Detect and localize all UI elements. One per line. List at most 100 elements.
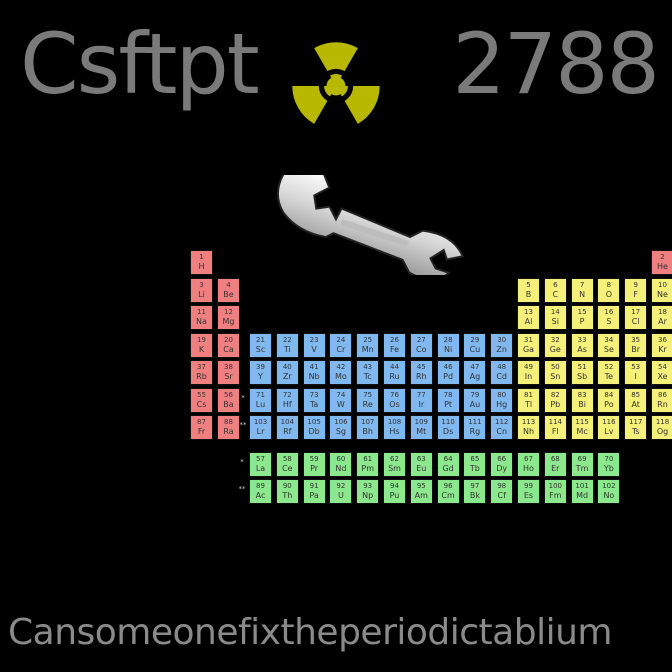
element-cell-mo[interactable]: 42Mo (329, 360, 353, 385)
element-cell-ds[interactable]: 110Ds (436, 415, 460, 440)
element-cell-zr[interactable]: 40Zr (275, 360, 299, 385)
element-cell-s[interactable]: 16S (597, 305, 621, 330)
element-cell-o[interactable]: 8O (597, 277, 621, 303)
element-cell-bh[interactable]: 107Bh (356, 415, 380, 440)
element-cell-re[interactable]: 75Re (356, 387, 380, 413)
element-cell-th[interactable]: 90Th (275, 479, 299, 504)
element-cell-yb[interactable]: 70Yb (597, 452, 621, 477)
element-cell-cu[interactable]: 29Cu (463, 332, 487, 358)
element-cell-mt[interactable]: 109Mt (409, 415, 433, 440)
element-cell-ra[interactable]: 88Ra (217, 415, 240, 440)
element-cell-zn[interactable]: 30Zn (490, 332, 514, 358)
element-cell-k[interactable]: 19K (190, 332, 213, 358)
element-cell-te[interactable]: 52Te (597, 360, 621, 385)
element-cell-pt[interactable]: 78Pt (436, 387, 460, 413)
element-cell-fl[interactable]: 114Fl (543, 415, 567, 440)
element-cell-pd[interactable]: 46Pd (436, 360, 460, 385)
element-cell-pu[interactable]: 94Pu (383, 479, 406, 504)
element-cell-cm[interactable]: 96Cm (436, 479, 460, 504)
element-cell-nh[interactable]: 113Nh (517, 415, 540, 440)
element-cell-ta[interactable]: 73Ta (302, 387, 326, 413)
element-cell-ge[interactable]: 32Ge (543, 332, 567, 358)
element-cell-ir[interactable]: 77Ir (409, 387, 433, 413)
element-cell-ga[interactable]: 31Ga (517, 332, 540, 358)
element-cell-nb[interactable]: 41Nb (302, 360, 326, 385)
element-cell-fm[interactable]: 100Fm (543, 479, 567, 504)
element-cell-ni[interactable]: 28Ni (436, 332, 460, 358)
element-cell-hs[interactable]: 108Hs (383, 415, 406, 440)
element-cell-u[interactable]: 92U (329, 479, 353, 504)
element-cell-v[interactable]: 23V (302, 332, 326, 358)
element-cell-er[interactable]: 68Er (543, 452, 567, 477)
element-cell-f[interactable]: 9F (624, 277, 648, 303)
element-cell-sm[interactable]: 62Sm (383, 452, 406, 477)
element-cell-fr[interactable]: 87Fr (190, 415, 213, 440)
element-cell-li[interactable]: 3Li (190, 277, 213, 303)
element-cell-as[interactable]: 33As (570, 332, 594, 358)
element-cell-tm[interactable]: 69Tm (570, 452, 594, 477)
element-cell-i[interactable]: 53I (624, 360, 648, 385)
element-cell-pa[interactable]: 91Pa (302, 479, 326, 504)
element-cell-hf[interactable]: 72Hf (275, 387, 299, 413)
element-cell-pm[interactable]: 61Pm (356, 452, 380, 477)
element-cell-xe[interactable]: 54Xe (651, 360, 672, 385)
element-cell-n[interactable]: 7N (570, 277, 594, 303)
element-cell-in[interactable]: 49In (517, 360, 540, 385)
element-cell-na[interactable]: 11Na (190, 305, 213, 330)
element-cell-c[interactable]: 6C (543, 277, 567, 303)
element-cell-po[interactable]: 84Po (597, 387, 621, 413)
element-cell-cr[interactable]: 24Cr (329, 332, 353, 358)
element-cell-la[interactable]: 57La (249, 452, 272, 477)
element-cell-lr[interactable]: 103Lr (249, 415, 272, 440)
element-cell-dy[interactable]: 66Dy (490, 452, 514, 477)
element-cell-pb[interactable]: 82Pb (543, 387, 567, 413)
element-cell-au[interactable]: 79Au (463, 387, 487, 413)
element-cell-cl[interactable]: 17Cl (624, 305, 648, 330)
element-cell-sr[interactable]: 38Sr (217, 360, 240, 385)
element-cell-ag[interactable]: 47Ag (463, 360, 487, 385)
element-cell-br[interactable]: 35Br (624, 332, 648, 358)
element-cell-ba[interactable]: 56Ba (217, 387, 240, 413)
element-cell-cn[interactable]: 112Cn (490, 415, 514, 440)
element-cell-mg[interactable]: 12Mg (217, 305, 240, 330)
element-cell-ho[interactable]: 67Ho (517, 452, 540, 477)
element-cell-cf[interactable]: 98Cf (490, 479, 514, 504)
element-cell-al[interactable]: 13Al (517, 305, 540, 330)
element-cell-no[interactable]: 102No (597, 479, 621, 504)
element-cell-os[interactable]: 76Os (383, 387, 406, 413)
element-cell-sc[interactable]: 21Sc (249, 332, 272, 358)
element-cell-lu[interactable]: 71Lu (249, 387, 272, 413)
element-cell-gd[interactable]: 64Gd (436, 452, 460, 477)
element-cell-co[interactable]: 27Co (409, 332, 433, 358)
element-cell-cd[interactable]: 48Cd (490, 360, 514, 385)
element-cell-ne[interactable]: 10Ne (651, 277, 672, 303)
element-cell-y[interactable]: 39Y (249, 360, 272, 385)
element-cell-he[interactable]: 2He (651, 250, 672, 275)
element-cell-np[interactable]: 93Np (356, 479, 380, 504)
element-cell-rh[interactable]: 45Rh (409, 360, 433, 385)
element-cell-cs[interactable]: 55Cs (190, 387, 213, 413)
element-cell-w[interactable]: 74W (329, 387, 353, 413)
element-cell-rn[interactable]: 86Rn (651, 387, 672, 413)
element-cell-si[interactable]: 14Si (543, 305, 567, 330)
element-cell-ts[interactable]: 117Ts (624, 415, 648, 440)
element-cell-at[interactable]: 85At (624, 387, 648, 413)
element-cell-ti[interactable]: 22Ti (275, 332, 299, 358)
element-cell-ru[interactable]: 44Ru (383, 360, 406, 385)
element-cell-sb[interactable]: 51Sb (570, 360, 594, 385)
element-cell-eu[interactable]: 63Eu (409, 452, 433, 477)
element-cell-bi[interactable]: 83Bi (570, 387, 594, 413)
element-cell-hg[interactable]: 80Hg (490, 387, 514, 413)
element-cell-tl[interactable]: 81Tl (517, 387, 540, 413)
element-cell-sn[interactable]: 50Sn (543, 360, 567, 385)
element-cell-bk[interactable]: 97Bk (463, 479, 487, 504)
element-cell-sg[interactable]: 106Sg (329, 415, 353, 440)
element-cell-og[interactable]: 118Og (651, 415, 672, 440)
element-cell-fe[interactable]: 26Fe (383, 332, 406, 358)
element-cell-pr[interactable]: 59Pr (302, 452, 326, 477)
element-cell-h[interactable]: 1H (190, 250, 213, 275)
element-cell-mc[interactable]: 115Mc (570, 415, 594, 440)
element-cell-rf[interactable]: 104Rf (275, 415, 299, 440)
element-cell-es[interactable]: 99Es (517, 479, 540, 504)
element-cell-ac[interactable]: 89Ac (249, 479, 272, 504)
